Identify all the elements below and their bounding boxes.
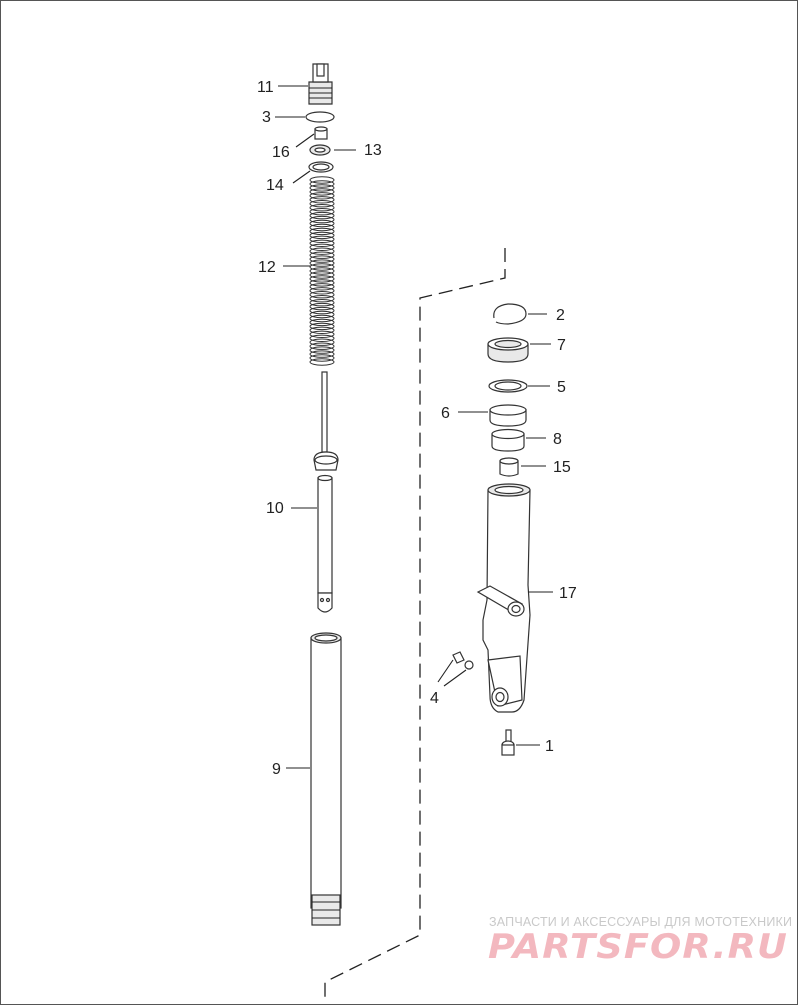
spring-coil bbox=[309, 283, 335, 291]
spring-coil bbox=[309, 188, 335, 196]
spring-coil bbox=[309, 279, 335, 287]
part-o-ring bbox=[305, 111, 335, 123]
spring-coil bbox=[309, 235, 335, 244]
part-slider-bushing bbox=[489, 404, 527, 427]
part-washer bbox=[309, 144, 331, 156]
spring-coil bbox=[309, 358, 335, 366]
spring-coil bbox=[309, 350, 335, 358]
part-spacer bbox=[314, 126, 328, 140]
spring-coil bbox=[309, 255, 335, 263]
spring-coil bbox=[309, 330, 335, 338]
spring-coil bbox=[309, 259, 335, 267]
part-fork-cap-bolt bbox=[308, 63, 333, 105]
callout-11: 11 bbox=[257, 79, 274, 96]
part-oil-lock-piece bbox=[499, 457, 519, 477]
part-fork-tube bbox=[310, 632, 342, 926]
spring-coil bbox=[309, 275, 335, 283]
spring-coil bbox=[309, 310, 335, 319]
spring-coil bbox=[309, 299, 335, 307]
part-drain-screw-and-washer bbox=[452, 651, 474, 670]
spring-coil bbox=[309, 200, 335, 208]
callout-5: 5 bbox=[557, 379, 566, 396]
spring-coil bbox=[309, 267, 335, 275]
spring-coil bbox=[309, 243, 335, 252]
part-seal-washer bbox=[488, 379, 528, 393]
callout-12: 12 bbox=[258, 259, 276, 276]
part-fork-slider bbox=[476, 483, 531, 713]
callout-3: 3 bbox=[262, 109, 271, 126]
callout-10: 10 bbox=[266, 500, 284, 517]
spring-coil bbox=[309, 346, 335, 354]
callout-15: 15 bbox=[553, 459, 571, 476]
assembly-dashed-line bbox=[324, 248, 506, 1000]
spring-coil bbox=[309, 287, 335, 295]
spring-coil bbox=[309, 322, 335, 331]
spring-coil bbox=[309, 334, 335, 342]
spring-coil bbox=[309, 208, 335, 216]
callout-16: 16 bbox=[272, 144, 290, 161]
spring-coil bbox=[309, 247, 335, 255]
spring-coil bbox=[309, 239, 335, 248]
part-fork-spring bbox=[309, 176, 335, 366]
spring-coil bbox=[309, 231, 335, 240]
spring-coil bbox=[309, 354, 335, 362]
callout-2: 2 bbox=[556, 307, 565, 324]
callout-7: 7 bbox=[557, 337, 566, 354]
spring-coil bbox=[309, 291, 335, 299]
callout-8: 8 bbox=[553, 431, 562, 448]
spring-coil bbox=[309, 211, 335, 220]
callout-14: 14 bbox=[266, 177, 284, 194]
spring-coil bbox=[309, 306, 335, 315]
spring-coil bbox=[309, 271, 335, 279]
spring-coil bbox=[309, 295, 335, 303]
spring-coil bbox=[309, 314, 335, 323]
spring-coil bbox=[309, 338, 335, 346]
callout-9: 9 bbox=[272, 761, 281, 778]
watermark-subtitle: ЗАПЧАСТИ И АКСЕССУАРЫ ДЛЯ МОТОТЕХНИКИ bbox=[489, 915, 792, 929]
spring-coil bbox=[309, 176, 335, 184]
callout-1: 1 bbox=[545, 738, 554, 755]
spring-coil bbox=[309, 251, 335, 259]
spring-coil bbox=[309, 227, 335, 236]
callout-13: 13 bbox=[364, 142, 382, 159]
spring-coil bbox=[309, 204, 335, 212]
spring-coil bbox=[309, 302, 335, 311]
spring-coil bbox=[309, 318, 335, 327]
spring-coil bbox=[309, 263, 335, 271]
leader-lines bbox=[275, 85, 553, 769]
callout-17: 17 bbox=[559, 585, 577, 602]
part-retaining-ring bbox=[493, 303, 527, 325]
part-bottom-bolt bbox=[501, 729, 515, 756]
part-tube-bushing bbox=[491, 428, 525, 452]
watermark-logo: PARTSFOR.RU bbox=[488, 927, 788, 967]
part-damper-rod bbox=[313, 371, 339, 613]
spring-coil bbox=[309, 184, 335, 192]
part-spring-seat bbox=[308, 161, 334, 173]
spring-coil bbox=[309, 180, 335, 188]
spring-coil bbox=[309, 223, 335, 232]
spring-coil bbox=[309, 342, 335, 350]
callout-6: 6 bbox=[441, 405, 450, 422]
spring-coil bbox=[309, 326, 335, 334]
spring-coil bbox=[309, 192, 335, 200]
spring-coil bbox=[309, 219, 335, 228]
spring-coil bbox=[309, 196, 335, 204]
callout-4: 4 bbox=[430, 690, 439, 707]
part-oil-seal bbox=[487, 337, 529, 363]
spring-coil bbox=[309, 215, 335, 224]
